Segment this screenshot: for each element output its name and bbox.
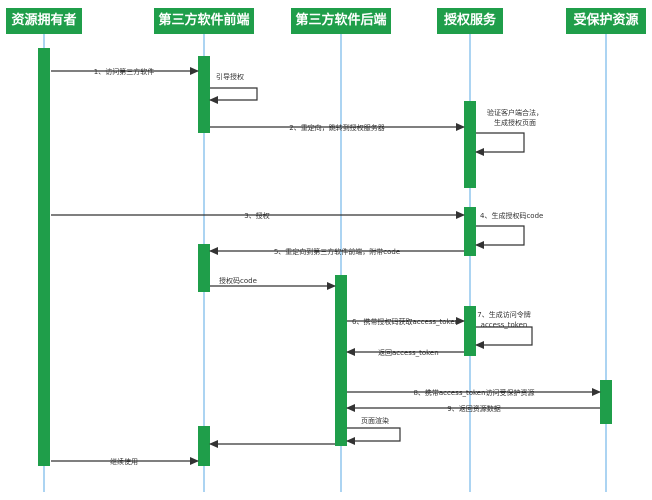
self-call-arrow — [209, 87, 258, 104]
activation-bar-owner — [38, 48, 50, 466]
message-m10: 7、生成访问令牌 access_token — [475, 310, 533, 349]
message-m8: 授权码code — [210, 276, 336, 290]
message-m6: 4、生成授权码code — [475, 211, 543, 249]
message-m9: 6、携带授权码获取access_token — [347, 317, 465, 326]
activation-bar-resource — [600, 380, 612, 424]
message-label: 5、重定向到第三方软件前端，附带code — [274, 247, 400, 256]
participant-header-frontend: 第三方软件前端 — [154, 8, 254, 34]
message-label: 9、返回资源数据 — [447, 404, 500, 413]
message-m12: 8、携带access_token访问受保护资源 — [347, 388, 601, 397]
message-m1: 1、访问第三方软件 — [51, 67, 199, 76]
message-m16: 继续使用 — [51, 457, 199, 466]
self-call-arrow — [475, 132, 525, 156]
message-label: 7、生成访问令牌 access_token — [477, 310, 530, 329]
message-m5: 3、授权 — [51, 211, 465, 220]
self-call-arrow — [346, 427, 401, 445]
message-label: 6、携带授权码获取access_token — [352, 317, 459, 326]
message-label-line: 验证客户端合法， — [487, 108, 543, 117]
activation-bar-frontend — [198, 56, 210, 133]
activation-bar-auth — [464, 207, 476, 256]
self-call-arrow — [475, 326, 533, 349]
participant-header-resource: 受保护资源 — [566, 8, 646, 34]
message-m13: 9、返回资源数据 — [346, 404, 600, 413]
self-call-arrow — [475, 225, 525, 249]
activation-bar-auth — [464, 101, 476, 188]
message-m11: 返回access_token — [346, 348, 464, 357]
message-label: 继续使用 — [110, 457, 138, 466]
activation-bar-frontend — [198, 244, 210, 292]
message-label: 返回access_token — [378, 349, 439, 357]
activation-bar-backend — [335, 275, 347, 446]
activation-bar-frontend — [198, 426, 210, 466]
activation-bar-auth — [464, 306, 476, 356]
message-m2: 引导授权 — [209, 72, 258, 104]
message-m3: 2、重定向，跳转到授权服务器 — [210, 123, 465, 132]
message-m4: 验证客户端合法，生成授权页面 — [475, 108, 543, 156]
message-label-line: access_token — [481, 321, 528, 329]
message-label: 1、访问第三方软件 — [94, 67, 154, 76]
participant-header-owner: 资源拥有者 — [6, 8, 82, 34]
message-label-line: 生成授权页面 — [494, 118, 536, 127]
participant-header-backend: 第三方软件后端 — [291, 8, 391, 34]
message-m14: 页面渲染 — [346, 416, 401, 445]
message-label: 3、授权 — [244, 211, 269, 220]
message-label: 8、携带access_token访问受保护资源 — [413, 388, 534, 397]
message-label: 引导授权 — [216, 72, 244, 81]
participant-header-auth: 授权服务 — [437, 8, 503, 34]
message-label-line: 7、生成访问令牌 — [477, 310, 530, 319]
message-label: 验证客户端合法，生成授权页面 — [487, 108, 543, 127]
message-m7: 5、重定向到第三方软件前端，附带code — [209, 247, 464, 256]
message-label: 2、重定向，跳转到授权服务器 — [289, 123, 384, 132]
message-label: 授权码code — [219, 276, 257, 285]
message-label: 4、生成授权码code — [480, 211, 543, 220]
message-label: 页面渲染 — [361, 416, 389, 425]
